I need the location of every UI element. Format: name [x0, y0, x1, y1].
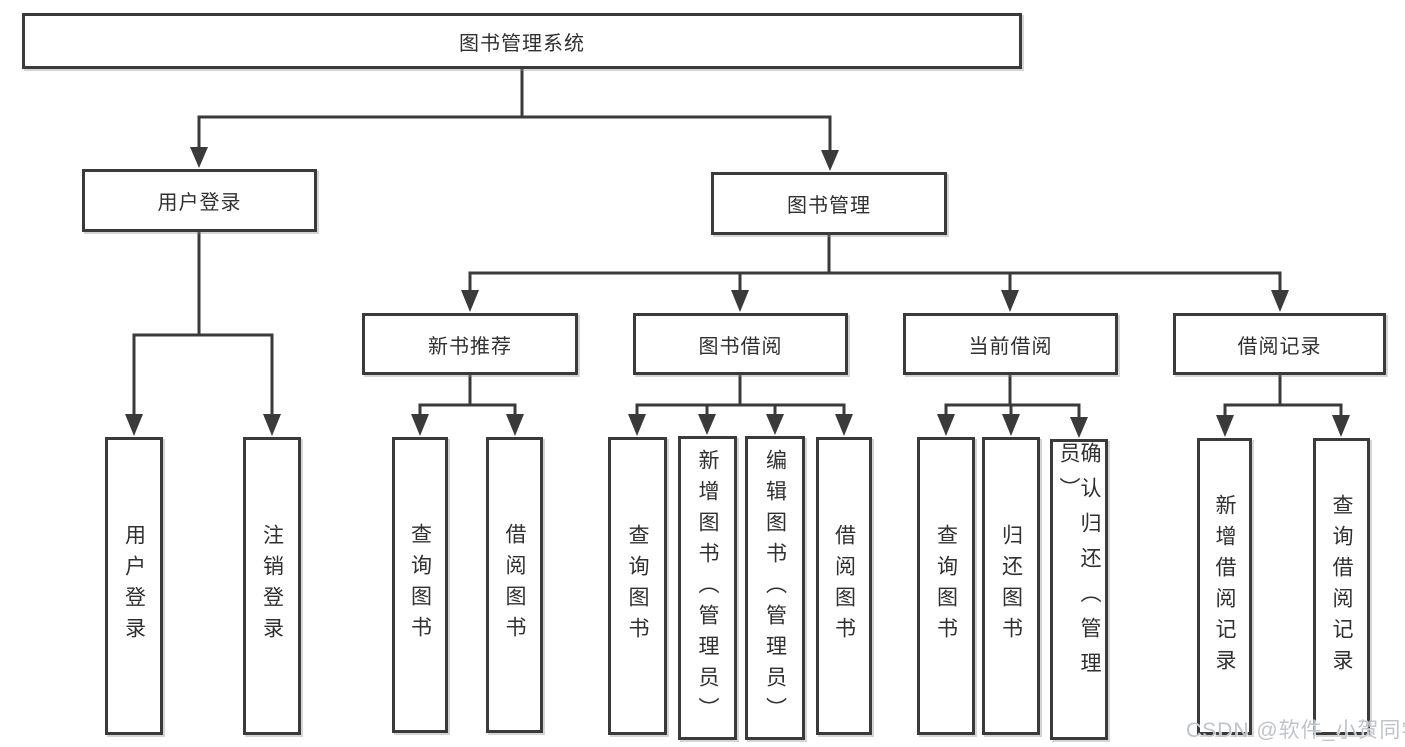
node-br-add-record: 新增借阅记录 — [1197, 438, 1252, 735]
node-book-borrow: 图书借阅 — [633, 313, 848, 375]
node-cb-return-books: 归还图书 — [982, 437, 1040, 735]
node-book-borrow-label: 图书借阅 — [698, 335, 783, 358]
node-bb-edit-books-admin: 编辑图书（管理员） — [745, 436, 805, 740]
node-new-book-recommend-label: 新书推荐 — [428, 335, 512, 358]
node-nbr-borrow-books: 借阅图书 — [486, 437, 543, 733]
node-nbr-query-books: 查询图书 — [392, 437, 448, 733]
node-current-borrow-label: 当前借阅 — [968, 335, 1053, 358]
node-borrow-record-label: 借阅记录 — [1237, 335, 1322, 358]
node-user-login-label: 用户登录 — [157, 192, 242, 214]
node-br-query-record: 查询借阅记录 — [1313, 438, 1370, 735]
node-borrow-record: 借阅记录 — [1173, 313, 1386, 375]
node-root: 图书管理系统 — [22, 13, 1022, 69]
node-new-book-recommend: 新书推荐 — [362, 313, 578, 375]
node-logout-leaf: 注销登录 — [243, 437, 301, 735]
node-bb-add-books-admin: 新增图书（管理员） — [678, 436, 737, 740]
node-cb-query-books: 查询图书 — [917, 437, 975, 735]
node-book-management-label: 图书管理 — [787, 195, 871, 217]
node-book-management: 图书管理 — [711, 172, 947, 235]
node-user-login: 用户登录 — [82, 169, 317, 232]
node-user-login-leaf: 用户登录 — [105, 437, 163, 735]
csdn-watermark: CSDN @软件_小贺同学 — [1186, 719, 1405, 742]
node-bb-query-books: 查询图书 — [608, 437, 667, 735]
node-cb-confirm-return-admin: 确认归还（管理员） — [1050, 439, 1108, 740]
node-root-label: 图书管理系统 — [459, 32, 585, 55]
node-bb-borrow-books: 借阅图书 — [816, 437, 872, 735]
node-current-borrow: 当前借阅 — [903, 313, 1118, 375]
